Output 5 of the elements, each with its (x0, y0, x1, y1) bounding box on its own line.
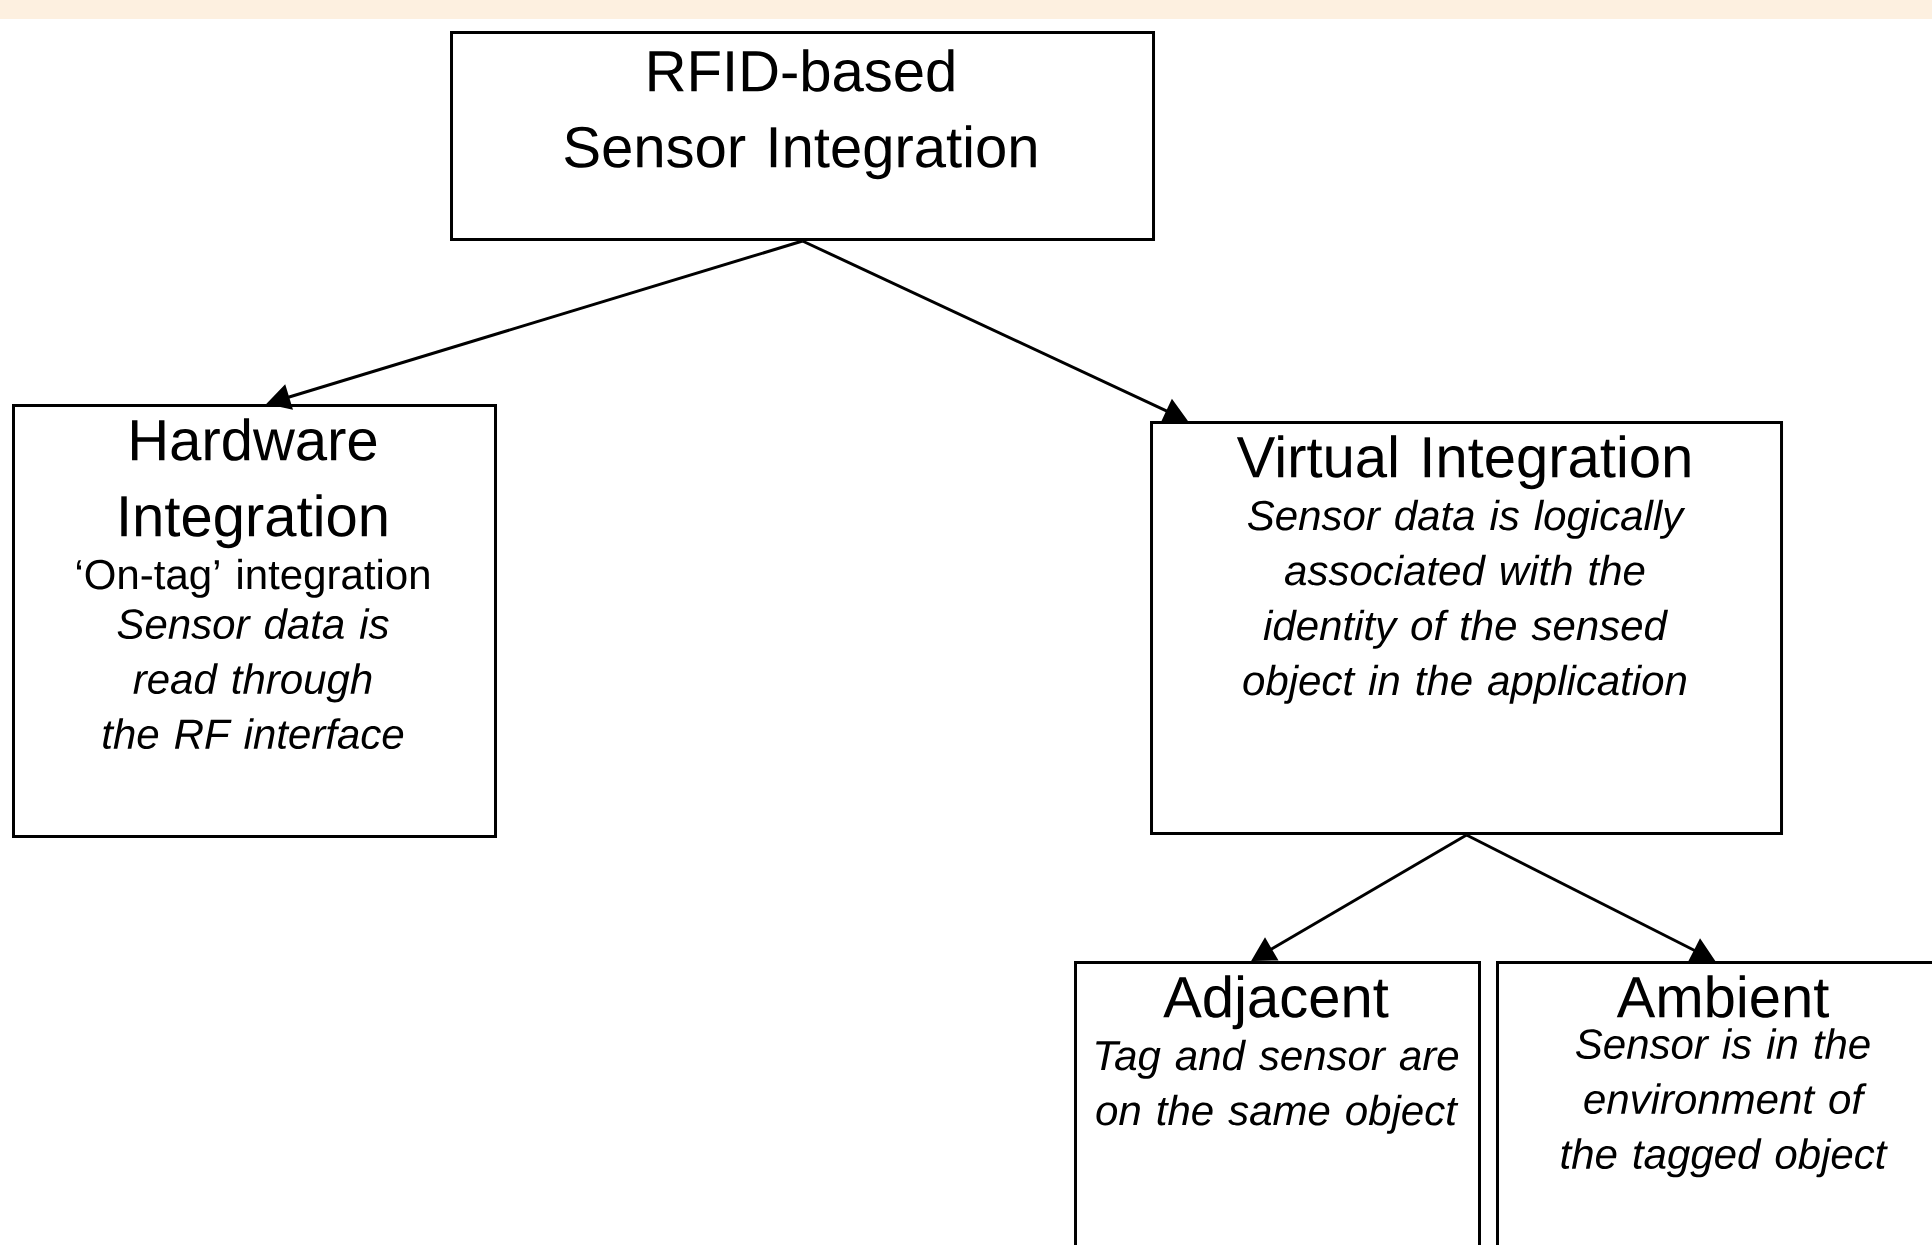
process-box: Hardware Integration ‘On-tag’ integration Sensor data is read through the RF interface (12, 404, 497, 838)
process-box: Adjacent Tag and sensor are on the same object (1074, 961, 1481, 1245)
process-box: RFID-based Sensor Integration (450, 31, 1155, 241)
process-box: Ambient Sensor is in the environment of the tagged object (1496, 961, 1932, 1245)
process-box: Virtual Integration Sensor data is logically associated with the identity of the sensed object in the application (1150, 421, 1783, 835)
